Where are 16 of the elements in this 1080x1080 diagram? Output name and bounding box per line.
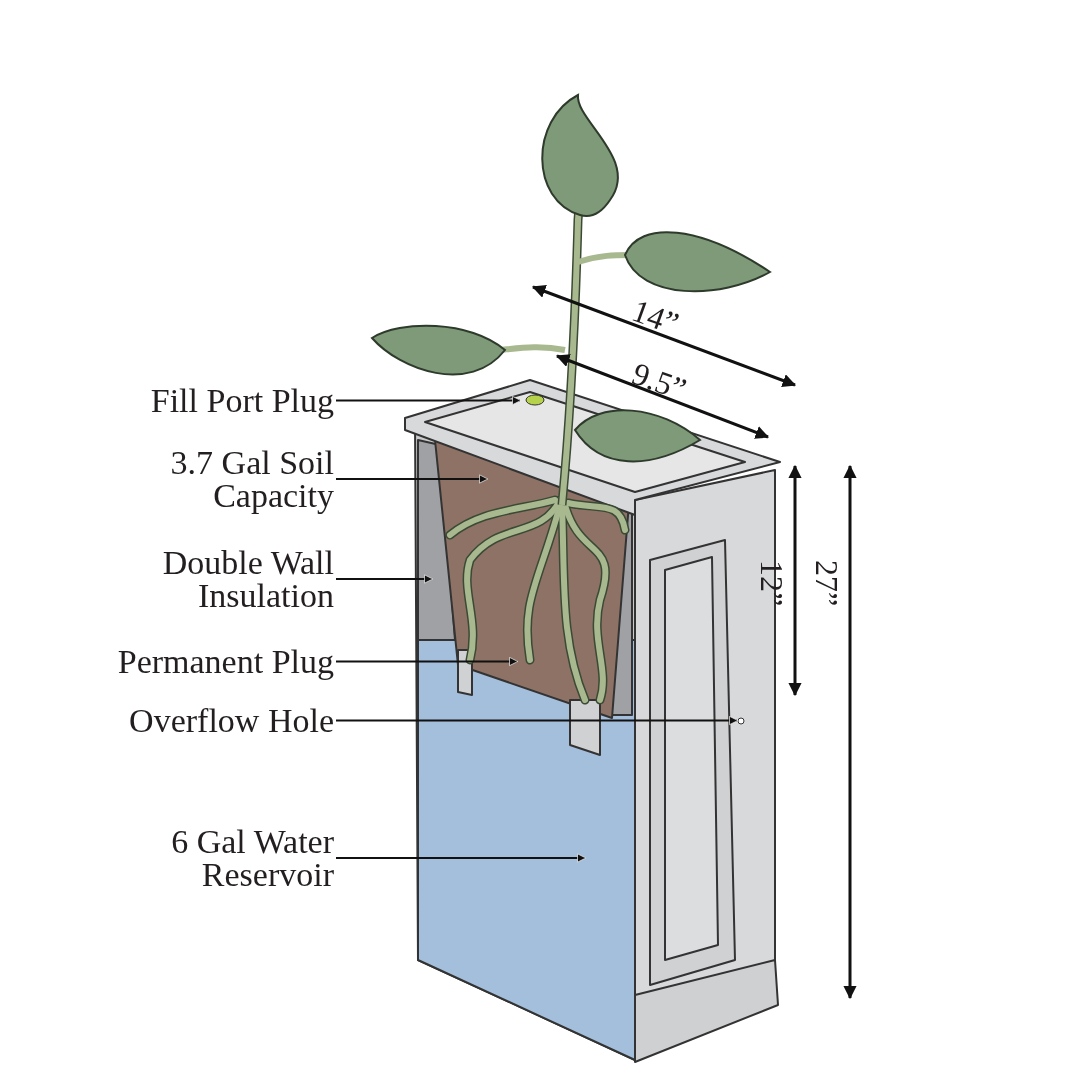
dimension-label: 27” [808, 560, 845, 607]
dimension-label: 12” [753, 560, 790, 607]
leader-arrow [335, 716, 739, 725]
callout-label: 3.7 Gal Soil Capacity [104, 446, 334, 512]
dimension-label: 14” [627, 292, 684, 343]
callout-label: Fill Port Plug [34, 384, 334, 417]
leader-arrow [335, 396, 522, 405]
callout-label: Double Wall Insulation [104, 546, 334, 612]
leader-arrow [335, 657, 519, 666]
leader-arrow [335, 853, 587, 863]
callout-label: Permanent Plug [34, 645, 334, 678]
callout-label: 6 Gal Water Reservoir [104, 825, 334, 891]
dimension-label: 9.5” [627, 355, 691, 409]
callout-label: Overflow Hole [34, 704, 334, 737]
leader-arrow [335, 574, 434, 584]
leader-arrow [335, 474, 489, 484]
